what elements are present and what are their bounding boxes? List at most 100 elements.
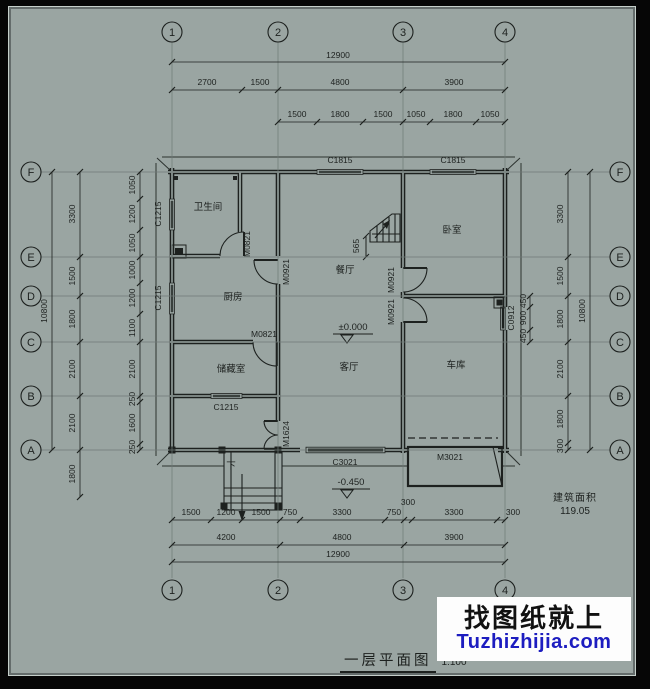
dimension-layer (48, 58, 594, 566)
svg-text:1800: 1800 (444, 109, 463, 119)
svg-text:M3021: M3021 (437, 452, 463, 462)
svg-text:1500: 1500 (374, 109, 393, 119)
svg-text:12900: 12900 (326, 549, 350, 559)
svg-text:D: D (27, 291, 35, 303)
svg-text:2100: 2100 (67, 413, 77, 432)
svg-text:下: 下 (226, 461, 236, 472)
door-M0821-bathroom (219, 231, 245, 257)
svg-text:C1215: C1215 (213, 402, 238, 412)
svg-text:1200: 1200 (127, 204, 137, 223)
svg-text:卫生间: 卫生间 (194, 201, 223, 213)
building-area-note: 建筑面积 119.05 (542, 489, 608, 517)
doors-layer (219, 231, 428, 450)
svg-text:1800: 1800 (67, 309, 77, 328)
svg-text:M0821: M0821 (251, 329, 277, 339)
door-M0921-kitchen (253, 259, 279, 285)
svg-text:10800: 10800 (577, 299, 587, 323)
svg-text:1500: 1500 (288, 109, 307, 119)
svg-text:4: 4 (502, 27, 508, 39)
svg-text:客厅: 客厅 (339, 361, 359, 373)
door-M0921-bedroom (402, 267, 428, 293)
svg-text:A: A (27, 445, 35, 457)
svg-text:3900: 3900 (445, 532, 464, 542)
watermark-site: Tuzhizhijia.com (456, 631, 612, 654)
svg-text:C: C (616, 337, 624, 349)
porch-steps (223, 451, 283, 521)
svg-text:250: 250 (127, 392, 137, 406)
svg-text:B: B (616, 391, 623, 403)
svg-text:4200: 4200 (217, 532, 236, 542)
svg-text:M0921: M0921 (281, 259, 291, 285)
svg-text:M0821: M0821 (242, 231, 252, 257)
svg-text:300: 300 (401, 497, 415, 507)
svg-text:300: 300 (506, 507, 520, 517)
door-M0821-storage (252, 341, 278, 367)
svg-text:450: 450 (518, 294, 528, 308)
svg-text:750: 750 (283, 507, 297, 517)
svg-text:M1624: M1624 (281, 421, 291, 447)
svg-text:F: F (617, 167, 624, 179)
svg-text:3300: 3300 (555, 204, 565, 223)
drawing-scale: 1:100 (441, 657, 467, 668)
svg-text:450: 450 (518, 329, 528, 343)
svg-text:C1215: C1215 (153, 285, 163, 310)
svg-text:3300: 3300 (67, 204, 77, 223)
svg-text:1050: 1050 (407, 109, 426, 119)
svg-text:厨房: 厨房 (223, 291, 242, 303)
svg-text:C: C (27, 337, 35, 349)
svg-text:1800: 1800 (555, 409, 565, 428)
svg-text:F: F (28, 167, 35, 179)
svg-text:1: 1 (169, 27, 175, 39)
svg-text:2100: 2100 (555, 359, 565, 378)
drawing-title-text: 一层平面图 (340, 653, 436, 673)
svg-text:D: D (616, 291, 624, 303)
svg-text:750: 750 (387, 507, 401, 517)
svg-text:1500: 1500 (555, 266, 565, 285)
svg-text:E: E (616, 252, 623, 264)
svg-text:4800: 4800 (331, 77, 350, 87)
svg-text:1500: 1500 (252, 507, 271, 517)
garage-door-M3021 (406, 437, 504, 488)
building-area-value: 119.05 (560, 506, 590, 517)
svg-text:3300: 3300 (333, 507, 352, 517)
stairs (369, 213, 401, 243)
svg-text:B: B (27, 391, 34, 403)
svg-text:餐厅: 餐厅 (335, 264, 355, 276)
drawing-title: 一层平面图 1:100 (340, 649, 467, 673)
watermark-slogan: 找图纸就上 (463, 602, 604, 633)
door-M1624-entrance (263, 420, 279, 450)
building-area-label: 建筑面积 (553, 493, 597, 504)
watermark-box: 找图纸就上 Tuzhizhijia.com (437, 597, 631, 661)
svg-text:1050: 1050 (127, 233, 137, 252)
svg-text:M0921: M0921 (386, 267, 396, 293)
svg-text:1200: 1200 (217, 507, 236, 517)
svg-text:2: 2 (275, 27, 281, 39)
svg-text:1050: 1050 (127, 175, 137, 194)
svg-text:1800: 1800 (331, 109, 350, 119)
svg-text:300: 300 (555, 439, 565, 453)
grid-layer (20, 21, 631, 601)
svg-text:1050: 1050 (481, 109, 500, 119)
level-markers (332, 232, 373, 499)
svg-text:储藏室: 储藏室 (217, 363, 246, 375)
svg-text:2700: 2700 (198, 77, 217, 87)
svg-text:卧室: 卧室 (442, 224, 461, 236)
svg-text:250: 250 (127, 440, 137, 454)
svg-text:E: E (27, 252, 34, 264)
svg-text:-0.450: -0.450 (338, 477, 365, 488)
svg-text:1800: 1800 (555, 309, 565, 328)
svg-text:3300: 3300 (445, 507, 464, 517)
svg-text:565: 565 (351, 239, 361, 253)
svg-text:M0921: M0921 (386, 299, 396, 325)
svg-text:C3021: C3021 (332, 457, 357, 467)
svg-text:3: 3 (400, 585, 406, 597)
svg-text:2: 2 (275, 585, 281, 597)
svg-text:1500: 1500 (182, 507, 201, 517)
svg-text:3900: 3900 (445, 77, 464, 87)
svg-text:1200: 1200 (127, 288, 137, 307)
svg-text:1500: 1500 (251, 77, 270, 87)
svg-text:车库: 车库 (446, 359, 466, 371)
svg-text:C1815: C1815 (440, 155, 465, 165)
